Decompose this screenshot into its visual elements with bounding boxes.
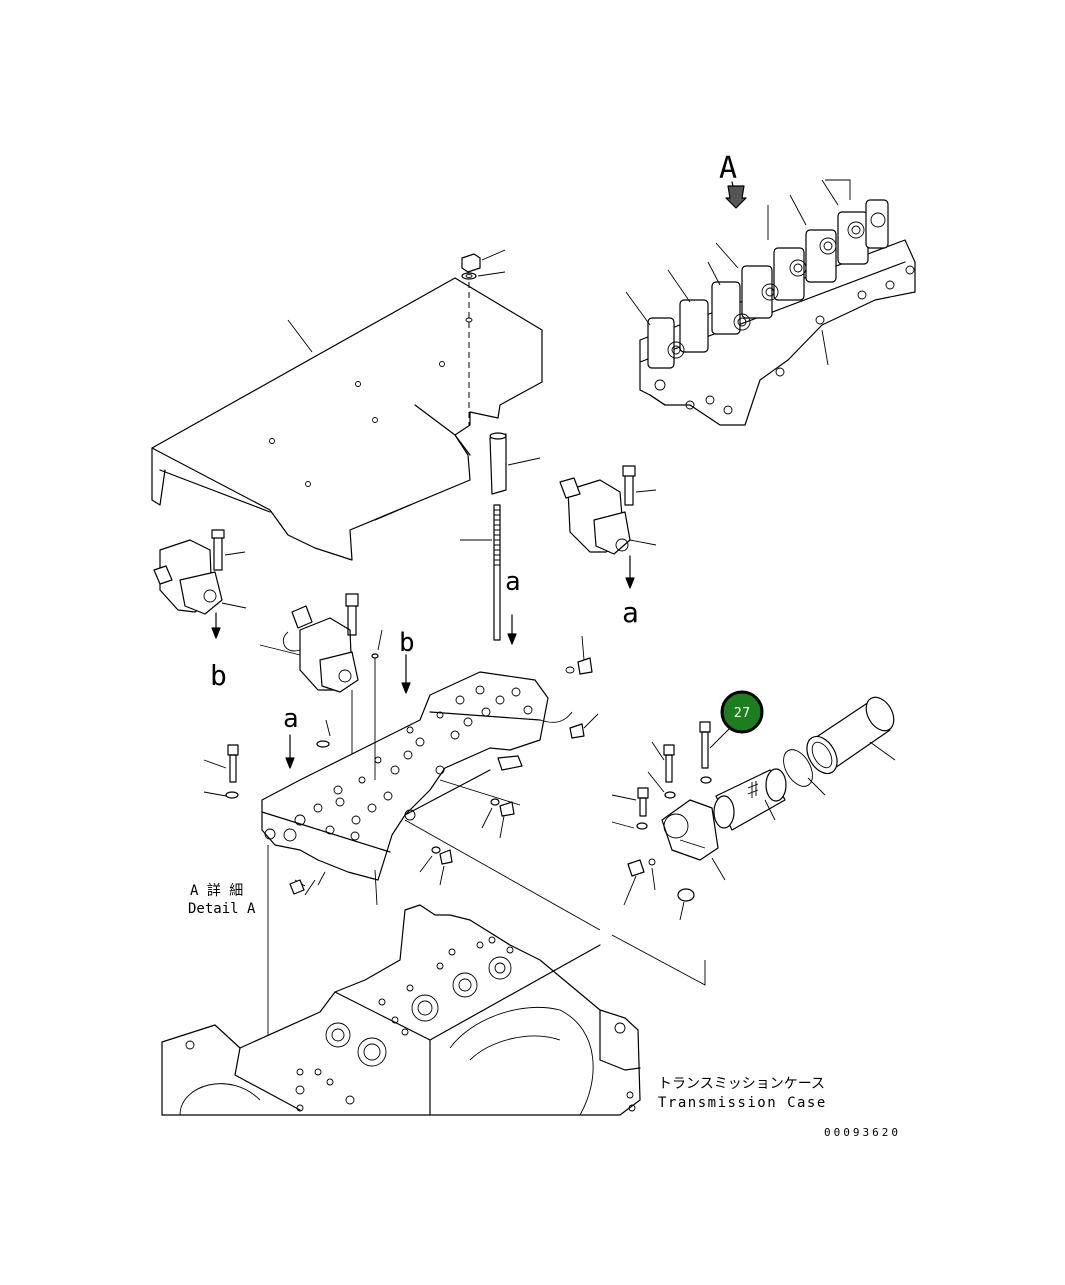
transmission-case-en: Transmission Case — [658, 1095, 827, 1111]
callout-27[interactable]: 27 — [720, 690, 764, 734]
plugs-center — [374, 635, 599, 906]
ref-a-left: a — [283, 704, 299, 734]
drawing-number: 00093620 — [824, 1126, 901, 1139]
ref-b-left: b — [210, 659, 227, 692]
cover-plate — [151, 277, 543, 561]
nut-washer-stack — [460, 249, 541, 641]
bolts-left: a b a — [203, 567, 521, 896]
transmission-case — [161, 904, 641, 1116]
detail-a-en: Detail A — [188, 901, 256, 917]
valve-assembly-detail-a: A — [625, 151, 916, 426]
transmission-case-jp: トランスミッションケース — [658, 1076, 825, 1092]
main-valve-body — [261, 671, 706, 1060]
callout-number: 27 — [734, 706, 751, 721]
view-a-label: A — [719, 151, 737, 186]
solenoid-valve-left: b — [153, 529, 247, 692]
ref-a-right: a — [622, 596, 639, 629]
filter-assembly: 27 — [611, 690, 896, 921]
detail-a-jp: A 詳 細 — [190, 883, 243, 899]
ref-a-center: a — [505, 567, 521, 597]
solenoid-valve-right: a — [559, 465, 657, 629]
ref-b-center: b — [399, 628, 415, 658]
